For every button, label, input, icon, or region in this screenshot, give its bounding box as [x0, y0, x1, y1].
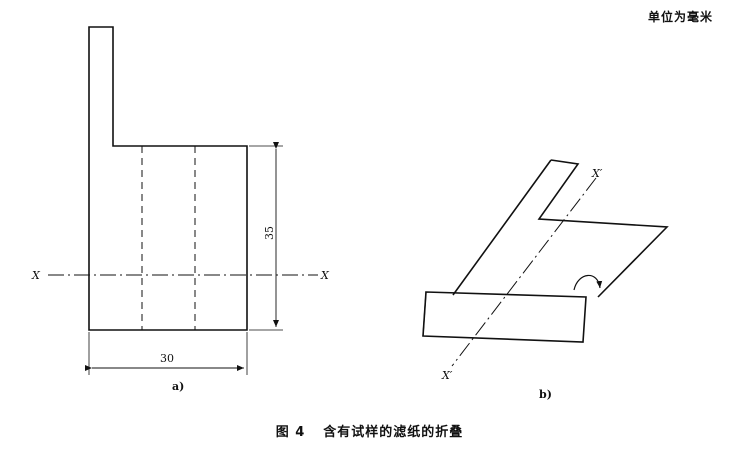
height-dim-label: 35 [263, 226, 276, 240]
axis-x-prime-line [451, 177, 597, 367]
panel-b: X′ X′ b) [422, 159, 669, 401]
folded-paper-front [422, 291, 587, 343]
figure-caption: 图 4 含有试样的滤纸的折叠 [0, 421, 739, 440]
fold-direction-arrow [573, 274, 603, 291]
figure-title: 含有试样的滤纸的折叠 [323, 425, 464, 440]
figure-number: 图 4 [275, 425, 306, 440]
width-dimension: 30 [85, 332, 248, 375]
panel-b-label: b) [539, 388, 552, 401]
axis-label-left: X [31, 269, 41, 282]
height-dimension: 35 [249, 142, 283, 331]
folded-paper-crease [422, 291, 427, 337]
unit-note: 单位为毫米 [647, 10, 713, 24]
folded-paper-top [452, 159, 669, 298]
axis-label-bottom: X′ [441, 369, 453, 382]
filter-paper-outline [88, 26, 248, 331]
axis-label-right: X [320, 269, 330, 282]
panel-a-label: a) [172, 380, 184, 393]
panel-a: X X 35 30 a) [31, 26, 330, 393]
axis-label-top: X′ [591, 167, 603, 180]
width-dim-label: 30 [160, 352, 174, 365]
